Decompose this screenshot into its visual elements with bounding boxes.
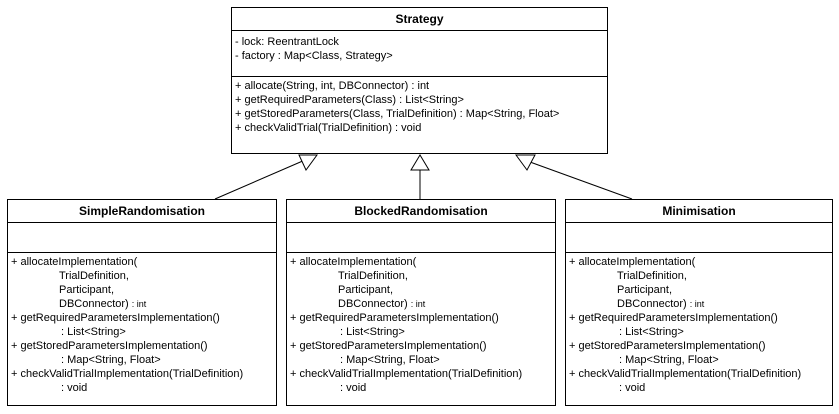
parameter: TrialDefinition,: [338, 270, 408, 282]
parameter: TrialDefinition,: [617, 270, 687, 282]
parameter: Participant,: [338, 284, 394, 296]
generalization-arrowhead-minimisation: [515, 154, 536, 171]
return-type: : void: [340, 382, 367, 394]
parameter: Participant,: [59, 284, 115, 296]
parameter: DBConnector): [59, 298, 129, 310]
generalization-line-simple: [214, 159, 306, 200]
operation-allocate-implementation: + allocateImplementation(: [11, 256, 138, 268]
return-type: : int: [410, 299, 426, 309]
generalization-arrowhead-simple: [298, 154, 318, 171]
parameter: DBConnector): [617, 298, 687, 310]
parameter: TrialDefinition,: [59, 270, 129, 282]
operation-get-stored-parameters: + getStoredParameters(Class, TrialDefini…: [235, 108, 560, 120]
operation-get-stored-parameters-implementation: + getStoredParametersImplementation(): [569, 340, 766, 352]
class-blocked-randomisation: BlockedRandomisation + allocateImplement…: [286, 199, 556, 406]
class-name: Strategy: [232, 8, 607, 31]
operation-get-required-parameters-implementation: + getRequiredParametersImplementation(): [11, 312, 220, 324]
return-type: : List<String>: [619, 326, 684, 338]
parameter: Participant,: [617, 284, 673, 296]
return-type: : Map<String, Float>: [619, 354, 719, 366]
return-type: : int: [131, 299, 147, 309]
operation-compartment: + allocateImplementation( TrialDefinitio…: [287, 253, 555, 395]
parameter: DBConnector): [338, 298, 408, 310]
return-type: : List<String>: [340, 326, 405, 338]
operation-allocate-implementation: + allocateImplementation(: [290, 256, 417, 268]
attribute-compartment: - lock: ReentrantLock - factory : Map<Cl…: [232, 31, 607, 77]
generalization-line-minimisation: [529, 161, 633, 200]
operation-get-required-parameters-implementation: + getRequiredParametersImplementation(): [569, 312, 778, 324]
attribute-lock: - lock: ReentrantLock: [235, 36, 339, 48]
return-type: : void: [619, 382, 646, 394]
operation-compartment: + allocateImplementation( TrialDefinitio…: [8, 253, 276, 395]
return-type: : void: [61, 382, 88, 394]
operation-compartment: + allocateImplementation( TrialDefinitio…: [566, 253, 832, 395]
class-name: SimpleRandomisation: [8, 200, 276, 223]
attribute-compartment: [566, 223, 832, 253]
class-minimisation: Minimisation + allocateImplementation( T…: [565, 199, 833, 406]
operation-check-valid-trial-implementation: + checkValidTrialImplementation(TrialDef…: [290, 368, 523, 380]
attribute-compartment: [287, 223, 555, 253]
attribute-compartment: [8, 223, 276, 253]
class-simple-randomisation: SimpleRandomisation + allocateImplementa…: [7, 199, 277, 406]
parameter-last: DBConnector) : int: [569, 297, 829, 311]
operation-check-valid-trial-implementation: + checkValidTrialImplementation(TrialDef…: [11, 368, 244, 380]
parameter-last: DBConnector) : int: [290, 297, 552, 311]
attribute-factory: - factory : Map<Class, Strategy>: [235, 50, 393, 62]
return-type: : Map<String, Float>: [61, 354, 161, 366]
class-name: Minimisation: [566, 200, 832, 223]
parameter-last: DBConnector) : int: [11, 297, 273, 311]
operation-compartment: + allocate(String, int, DBConnector) : i…: [232, 77, 607, 135]
return-type: : Map<String, Float>: [340, 354, 440, 366]
operation-get-required-parameters-implementation: + getRequiredParametersImplementation(): [290, 312, 499, 324]
return-type: : List<String>: [61, 326, 126, 338]
operation-get-stored-parameters-implementation: + getStoredParametersImplementation(): [290, 340, 487, 352]
operation-check-valid-trial-implementation: + checkValidTrialImplementation(TrialDef…: [569, 368, 802, 380]
class-strategy: Strategy - lock: ReentrantLock - factory…: [231, 7, 608, 154]
class-name: BlockedRandomisation: [287, 200, 555, 223]
generalization-arrowhead-blocked: [410, 154, 430, 171]
operation-get-stored-parameters-implementation: + getStoredParametersImplementation(): [11, 340, 208, 352]
operation-allocate: + allocate(String, int, DBConnector) : i…: [235, 80, 430, 92]
operation-allocate-implementation: + allocateImplementation(: [569, 256, 696, 268]
operation-get-required-parameters: + getRequiredParameters(Class) : List<St…: [235, 94, 464, 106]
operation-check-valid-trial: + checkValidTrial(TrialDefinition) : voi…: [235, 122, 422, 134]
return-type: : int: [689, 299, 705, 309]
